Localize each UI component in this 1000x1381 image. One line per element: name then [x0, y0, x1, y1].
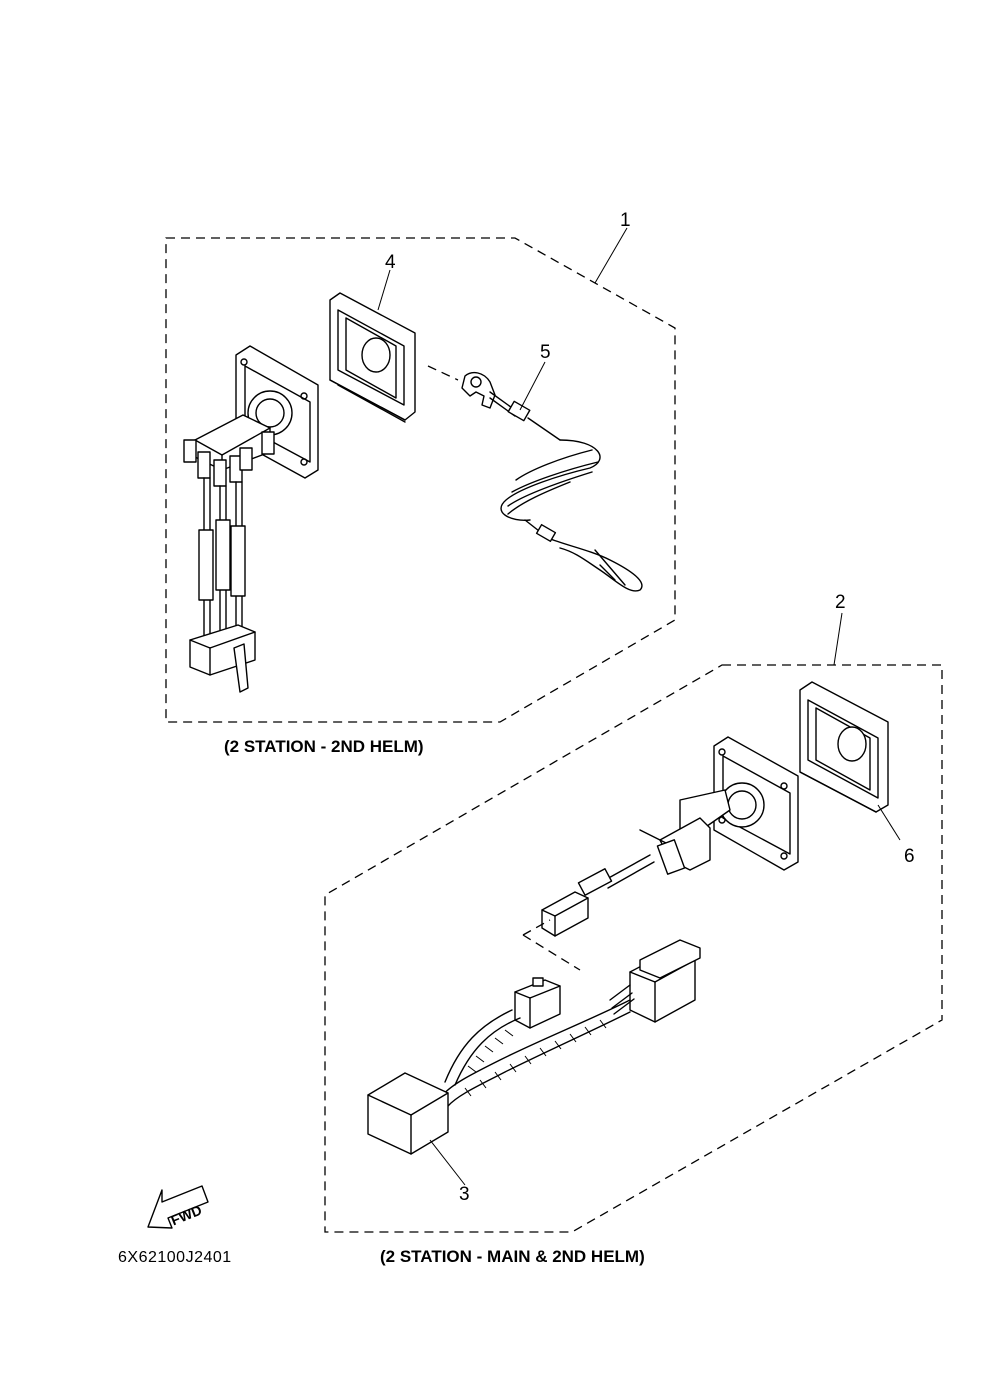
- engine-stop-switch-lower: [541, 736, 799, 937]
- leader-6: [877, 804, 901, 841]
- engine-stop-switch-upper: [183, 345, 319, 693]
- switch-cover-part-4: [329, 292, 416, 423]
- caption-lower-group: (2 STATION - MAIN & 2ND HELM): [380, 1247, 645, 1266]
- connector-link-b: [522, 934, 581, 971]
- lanyard-part-5: [427, 365, 643, 592]
- callout-1: 1: [620, 210, 631, 231]
- wire-harness-part-3: [367, 939, 701, 1155]
- switch-cover-part-6: [799, 681, 889, 813]
- callout-6: 6: [904, 846, 915, 867]
- callout-2: 2: [835, 592, 846, 613]
- leader-4: [377, 269, 391, 311]
- fwd-arrow-icon: FWD: [147, 1185, 209, 1229]
- callout-4: 4: [385, 252, 396, 273]
- connector-link-a: [522, 919, 551, 936]
- upper-group-kit: 1 4: [165, 210, 676, 756]
- caption-upper-group: (2 STATION - 2ND HELM): [224, 737, 424, 756]
- upper-group-boundary: [165, 237, 676, 723]
- callout-3: 3: [459, 1184, 470, 1205]
- leader-5: [519, 361, 546, 411]
- leader-3: [429, 1139, 466, 1186]
- callout-5: 5: [540, 342, 551, 363]
- drawing-code: 6X62100J2401: [118, 1249, 232, 1266]
- lower-group-kit: 2 6: [324, 592, 943, 1266]
- leader-1: [594, 227, 628, 284]
- leader-2: [833, 612, 843, 666]
